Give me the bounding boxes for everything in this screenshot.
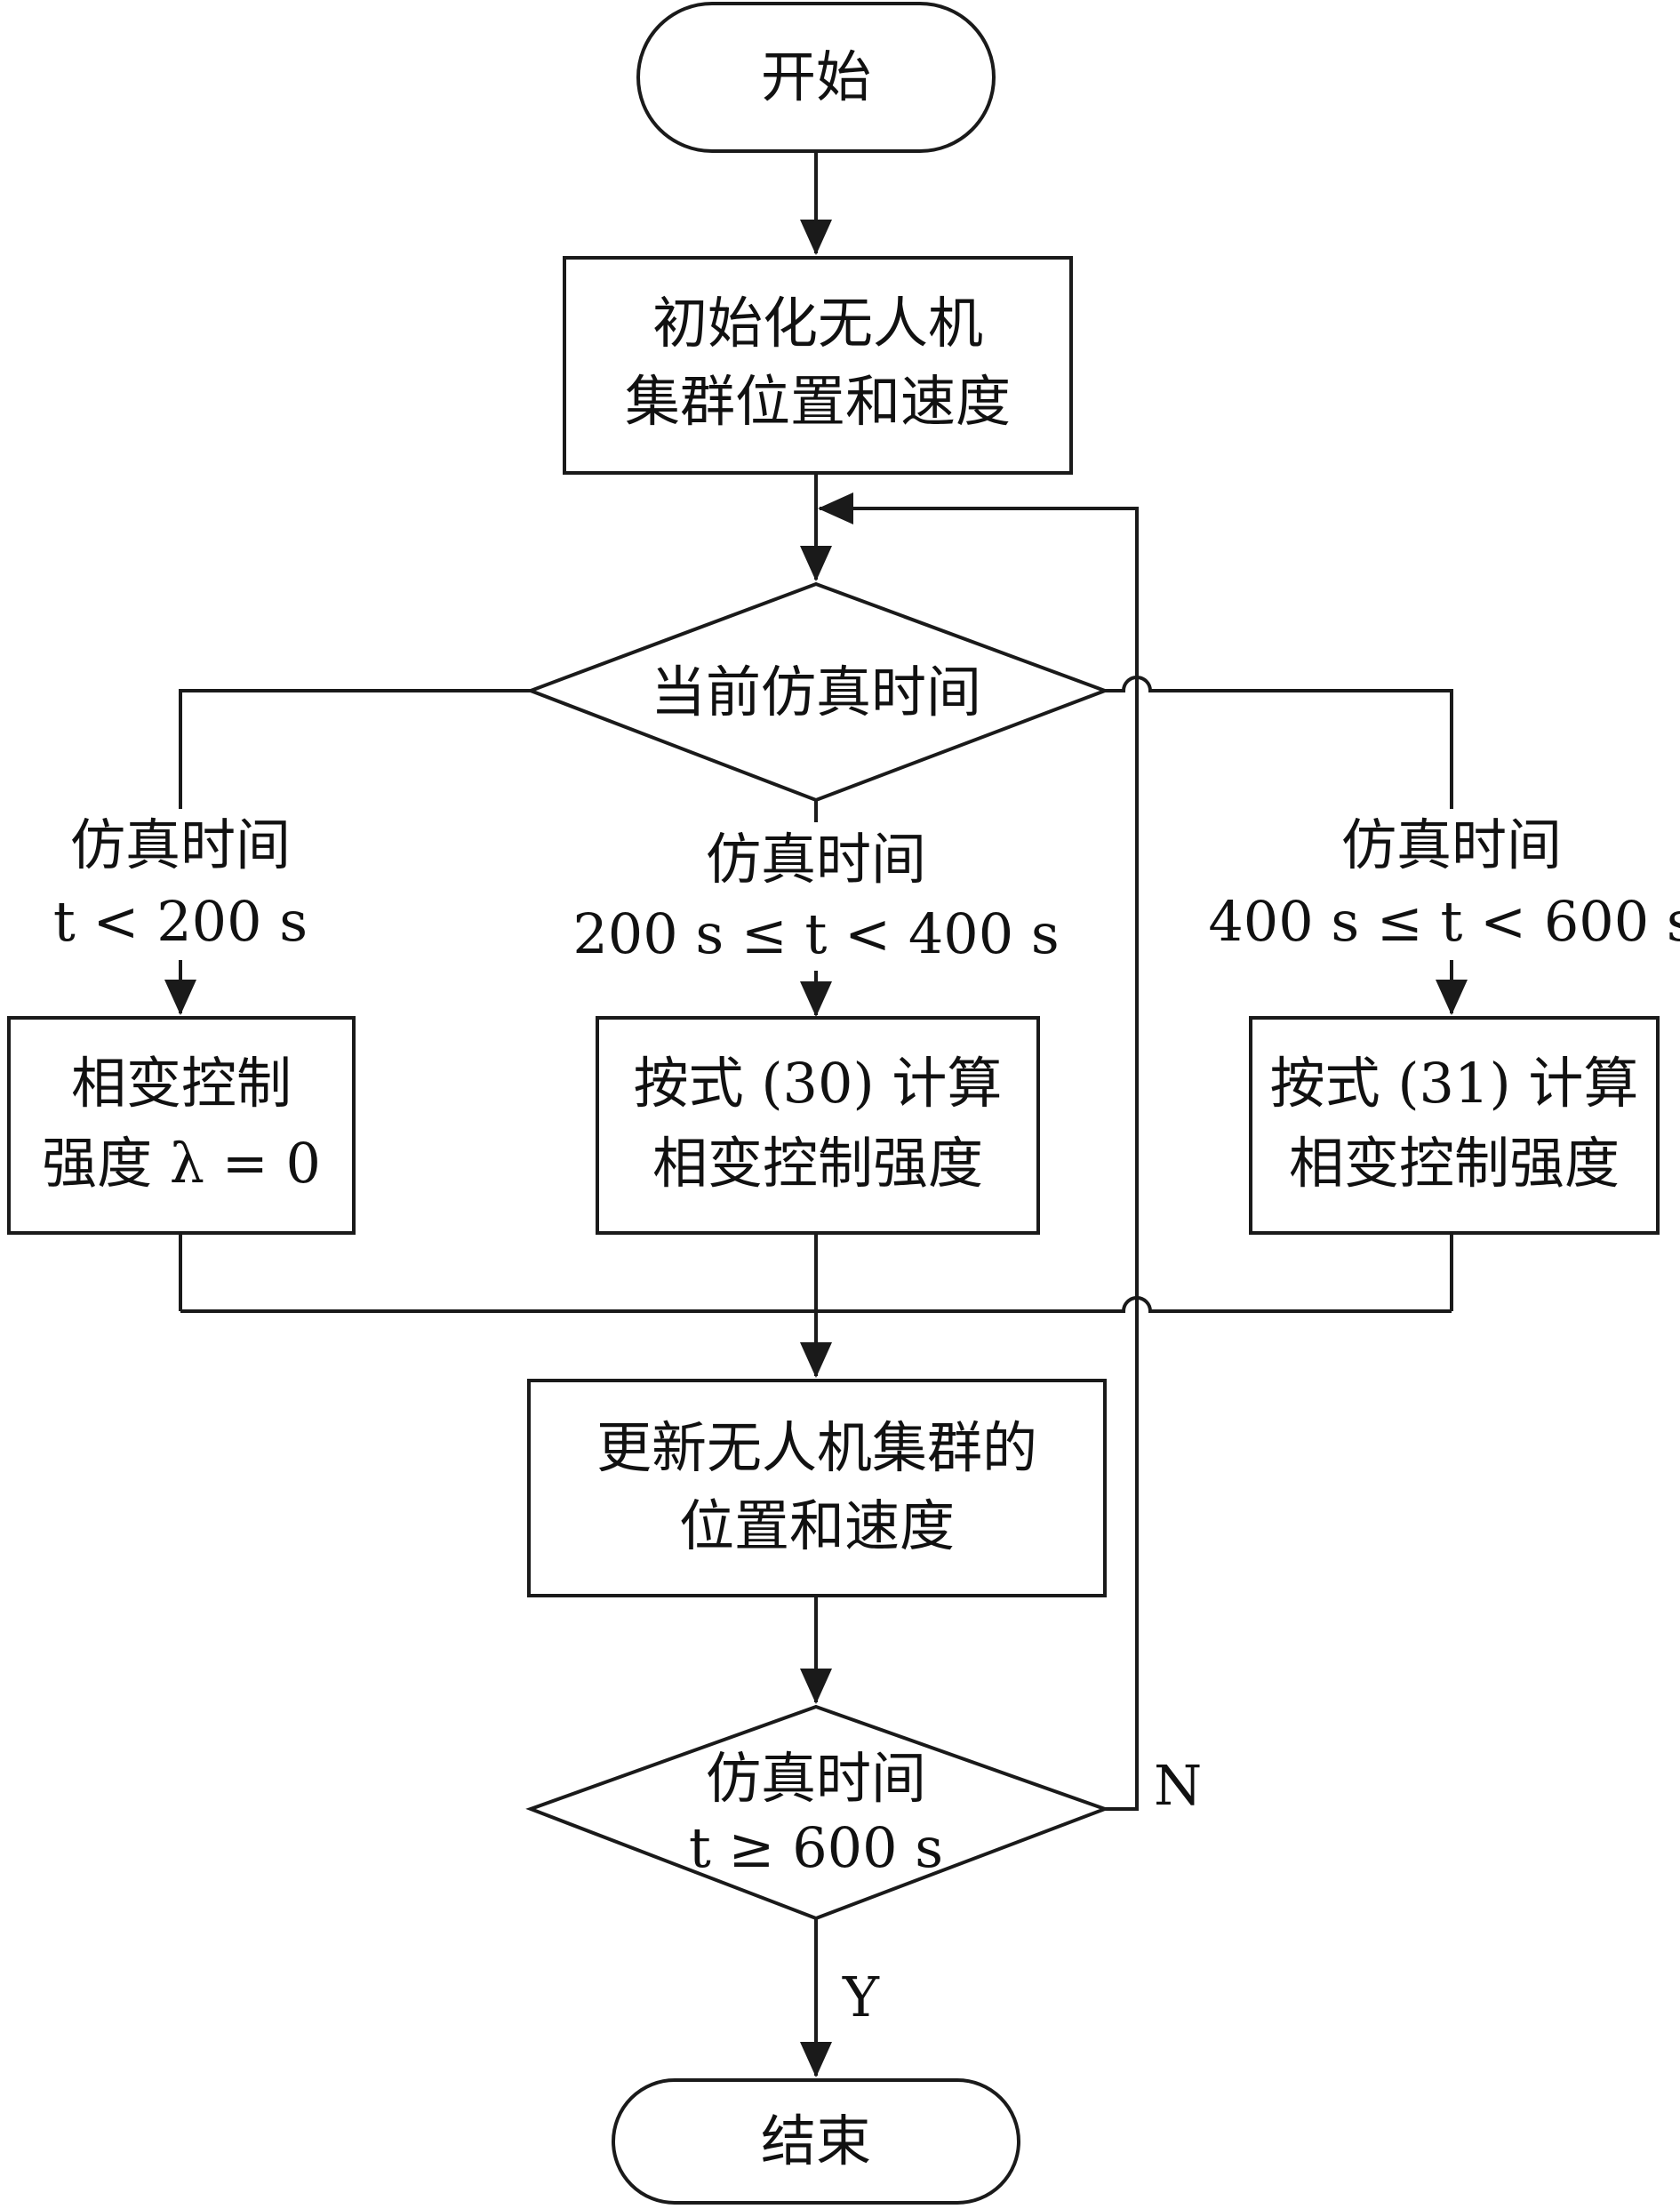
branch-left-label-line2: t < 200 s — [53, 889, 308, 954]
branch-right-label-line2: 400 s ≤ t < 600 s — [1208, 889, 1680, 954]
end-text: 结束 — [761, 2109, 871, 2173]
box-right-line1: 按式 (31) 计算 — [1270, 1051, 1639, 1116]
branch-left-label-line1: 仿真时间 — [70, 812, 291, 877]
box-mid-line1: 按式 (30) 计算 — [634, 1051, 1003, 1116]
edge-label-no: N — [1154, 1753, 1202, 1818]
decision-end-time — [525, 1704, 1110, 1921]
end-terminal — [612, 2078, 1020, 2205]
init-text-line2: 集群位置和速度 — [625, 369, 1011, 434]
decision-current-time-text: 当前仿真时间 — [651, 660, 981, 724]
update-box — [527, 1379, 1107, 1597]
update-line2: 位置和速度 — [679, 1493, 955, 1558]
box-right — [1249, 1016, 1660, 1235]
edge-decision-right — [1105, 676, 1453, 809]
box-left-line1: 相变控制 — [71, 1051, 292, 1116]
start-terminal — [636, 2, 996, 153]
start-text: 开始 — [761, 44, 871, 109]
box-left — [7, 1016, 356, 1235]
edge-decision-left — [179, 689, 531, 809]
decision-current-time — [525, 581, 1110, 803]
init-text-line1: 初始化无人机 — [652, 291, 983, 356]
branch-right-label-line1: 仿真时间 — [1341, 812, 1562, 877]
box-right-line2: 相变控制强度 — [1289, 1131, 1620, 1196]
decision-end-line2: t ≥ 600 s — [689, 1815, 943, 1880]
box-mid — [596, 1016, 1040, 1235]
branch-mid-label-line2: 200 s ≤ t < 400 s — [572, 901, 1059, 966]
decision-end-line1: 仿真时间 — [706, 1746, 926, 1811]
edge-label-yes: Y — [842, 1965, 880, 2029]
box-left-line2: 强度 λ = 0 — [42, 1131, 321, 1196]
box-mid-line2: 相变控制强度 — [652, 1131, 983, 1196]
update-line1: 更新无人机集群的 — [596, 1415, 1037, 1480]
branch-mid-label-line1: 仿真时间 — [706, 827, 926, 892]
edge-loop-no — [818, 492, 1139, 1811]
init-box — [563, 256, 1073, 475]
